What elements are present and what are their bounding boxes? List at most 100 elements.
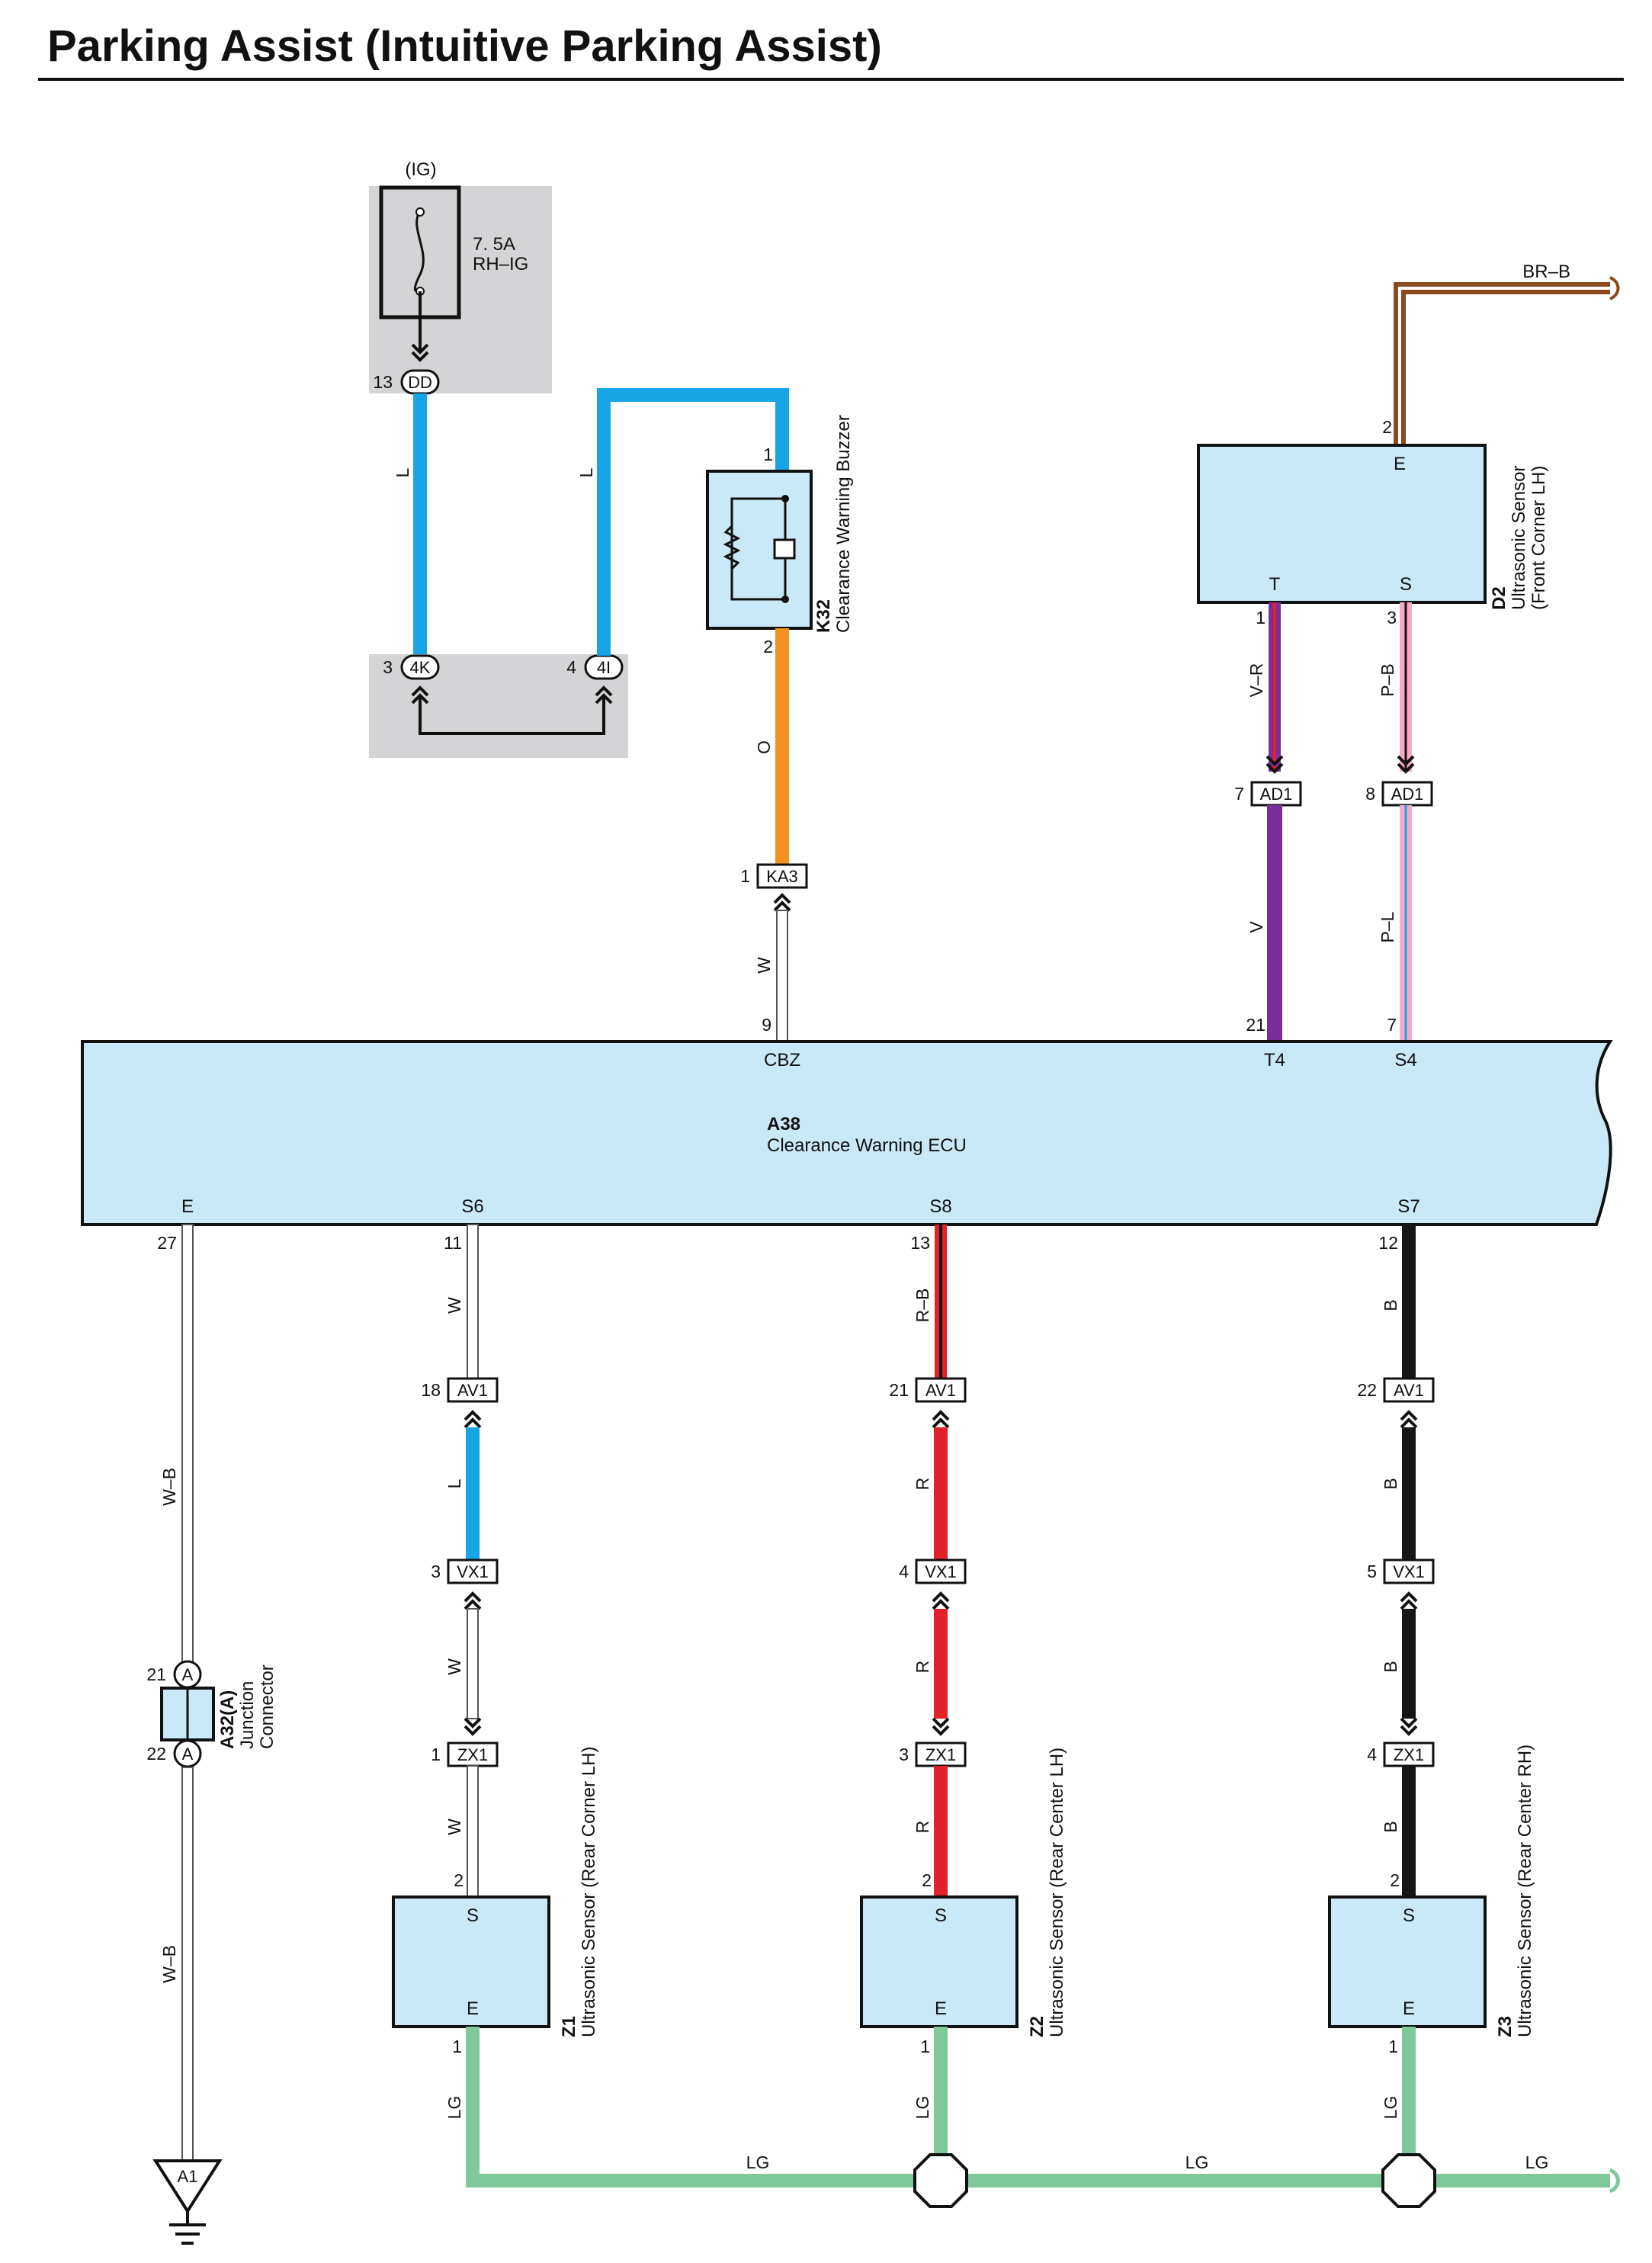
ecu-t4-pin: 21 xyxy=(1246,1015,1265,1035)
clearance-warning-buzzer xyxy=(706,470,813,630)
ecu-term-t4: T4 xyxy=(1264,1050,1285,1071)
wire-l-buzzer xyxy=(597,388,789,656)
jb-connector-4k xyxy=(400,654,440,680)
wire-label: LG xyxy=(444,2096,464,2120)
wire-label: B xyxy=(1381,1478,1400,1489)
ad1-s-label: AD1 xyxy=(1391,785,1424,804)
zx1-connector-2 xyxy=(915,1741,967,1767)
z2-name: Ultrasonic Sensor (Rear Center LH) xyxy=(1047,1748,1067,2037)
vx1-3-label: VX1 xyxy=(1393,1562,1425,1581)
dd-pin: 13 xyxy=(373,372,393,392)
wire-w-s6-2 xyxy=(467,1608,479,1719)
clearance-warning-ecu xyxy=(81,1040,1613,1226)
fuse-name: RH–IG xyxy=(473,254,528,274)
zx1-1-arrow xyxy=(464,1717,482,1735)
wire-lg-end xyxy=(1609,2168,1620,2194)
ad1-s-pin: 8 xyxy=(1365,784,1375,804)
wire-label: O xyxy=(754,740,774,754)
z2-term-e: E xyxy=(935,1998,947,2019)
wire-label: B xyxy=(1381,1299,1400,1311)
vx1-3-pin: 5 xyxy=(1367,1562,1377,1581)
d2-term-e: E xyxy=(1394,454,1406,474)
fuse-node-top xyxy=(415,207,425,217)
z1-term-s: S xyxy=(467,1905,479,1926)
wire-w-s6 xyxy=(467,1224,479,1392)
ecu-term-s7: S7 xyxy=(1397,1196,1419,1217)
d2-term-s: S xyxy=(1400,574,1412,595)
buzzer-pin-in: 1 xyxy=(763,445,773,464)
ecu-term-cbz: CBZ xyxy=(764,1050,800,1071)
wire-label: L xyxy=(393,467,412,477)
wire-label: LG xyxy=(1381,2096,1400,2120)
vx1-1-pin: 3 xyxy=(431,1562,441,1581)
av1-connector-3 xyxy=(1383,1377,1435,1403)
ecu-s6-pin: 11 xyxy=(444,1233,462,1253)
wire-w-cbz xyxy=(776,910,788,1044)
zx1-connector-1 xyxy=(447,1741,499,1767)
wire-w-b-lower xyxy=(181,1767,194,2162)
ka3-label: KA3 xyxy=(766,867,798,886)
d2-code: D2 xyxy=(1489,586,1509,610)
wire-label: L xyxy=(576,467,596,477)
ecu-code: A38 xyxy=(767,1114,800,1135)
ka3-arrow xyxy=(773,894,791,912)
wire-label: V–R xyxy=(1246,663,1266,698)
wire-label: R xyxy=(913,1661,932,1674)
junction-letter-bottom: A xyxy=(182,1745,194,1764)
wire-label: LG xyxy=(1525,2152,1549,2172)
zx1-3-arrow xyxy=(1400,1717,1418,1735)
vx1-1-arrow xyxy=(464,1592,482,1610)
ecu-s8-pin: 13 xyxy=(910,1233,930,1253)
av1-2-arrow xyxy=(932,1411,950,1429)
av1-connector-1 xyxy=(447,1377,499,1403)
wire-label: W–B xyxy=(159,1945,179,1983)
ecu-name: Clearance Warning ECU xyxy=(767,1135,967,1156)
buzzer-resistor xyxy=(723,525,741,570)
jb-pin-a: 3 xyxy=(383,657,393,677)
buzzer-name: Clearance Warning Buzzer xyxy=(833,415,854,633)
fuse-supply-label: (IG) xyxy=(405,159,436,180)
wire-label: LG xyxy=(913,2096,932,2120)
d2-term-t: T xyxy=(1269,574,1281,595)
ecu-term-s6: S6 xyxy=(461,1196,483,1217)
vx1-2-arrow xyxy=(932,1592,950,1610)
ecu-e-pin: 27 xyxy=(157,1233,177,1253)
buzzer-piezo xyxy=(773,538,796,560)
jb-bus xyxy=(419,695,605,735)
vx1-connector-2 xyxy=(915,1558,967,1584)
zx1-3-label: ZX1 xyxy=(1394,1745,1424,1764)
ecu-term-s4: S4 xyxy=(1394,1050,1416,1071)
wire-lg-bus xyxy=(466,2027,1610,2188)
vx1-1-label: VX1 xyxy=(457,1562,489,1581)
av1-3-pin: 22 xyxy=(1357,1380,1377,1400)
wire-label: R–B xyxy=(913,1289,932,1323)
z2-code: Z2 xyxy=(1027,2016,1047,2037)
ka3-connector xyxy=(756,863,808,889)
fuse-rating: 7. 5A xyxy=(473,234,515,255)
z3-term-e: E xyxy=(1403,1998,1415,2019)
av1-2-label: AV1 xyxy=(925,1381,956,1400)
vx1-connector-1 xyxy=(447,1558,499,1584)
junction-code: A32(A) xyxy=(217,1690,238,1749)
ad1-t-pin: 7 xyxy=(1234,784,1244,804)
wire-w-s6-3 xyxy=(467,1765,479,1898)
wire-label-br-b: BR–B xyxy=(1522,262,1570,282)
zx1-1-pin: 1 xyxy=(431,1745,441,1764)
z3-code: Z3 xyxy=(1495,2016,1516,2037)
z1-name: Ultrasonic Sensor (Rear Corner LH) xyxy=(579,1747,599,2037)
splice-point-2 xyxy=(1381,2153,1436,2208)
front-corner-lh-sensor xyxy=(1197,444,1487,604)
buzzer-node xyxy=(781,595,789,603)
zx1-1-label: ZX1 xyxy=(457,1745,488,1764)
ecu-term-e: E xyxy=(181,1196,194,1217)
dd-connector-label: DD xyxy=(408,373,432,392)
wire-label: R xyxy=(913,1821,932,1834)
wire-br-b-stripe xyxy=(1398,287,1610,444)
jb-connector-4i-label: 4I xyxy=(597,658,611,677)
wire-label: W xyxy=(444,1818,464,1835)
ecu-cbz-pin: 9 xyxy=(762,1015,771,1035)
d2-pin-s: 3 xyxy=(1387,608,1397,628)
z1-code: Z1 xyxy=(559,2016,579,2037)
rear-center-rh-sensor xyxy=(1328,1895,1487,2028)
vx1-connector-3 xyxy=(1383,1558,1435,1584)
